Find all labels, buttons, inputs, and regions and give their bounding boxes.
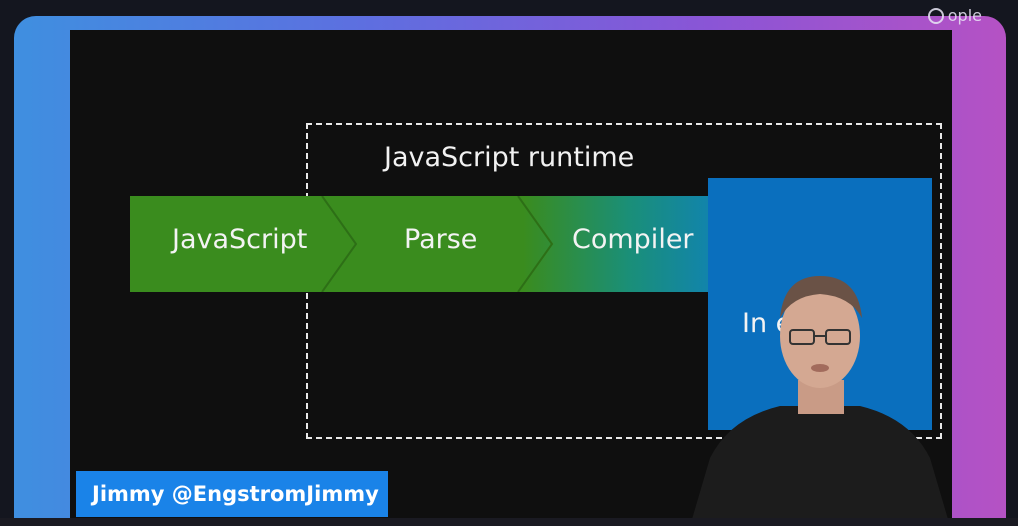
pipeline-arrow	[130, 196, 754, 292]
brand-label: ople	[947, 6, 982, 25]
chevron-separator-icon	[517, 196, 554, 292]
presenter-webcam	[690, 276, 950, 526]
bottom-strip	[0, 518, 1018, 526]
runtime-label: JavaScript runtime	[384, 142, 635, 173]
brand-logo: ople	[927, 6, 982, 25]
stage-compiler: Compiler	[572, 224, 694, 255]
brand-ring-icon	[927, 7, 944, 24]
speaker-nameplate: Jimmy @EngstromJimmy	[76, 471, 388, 517]
stage-javascript: JavaScript	[172, 224, 308, 255]
stage-parse: Parse	[404, 224, 478, 255]
chevron-separator-icon	[321, 196, 358, 292]
presentation-slide: JavaScript runtime JavaScript Parse Comp…	[70, 30, 952, 526]
